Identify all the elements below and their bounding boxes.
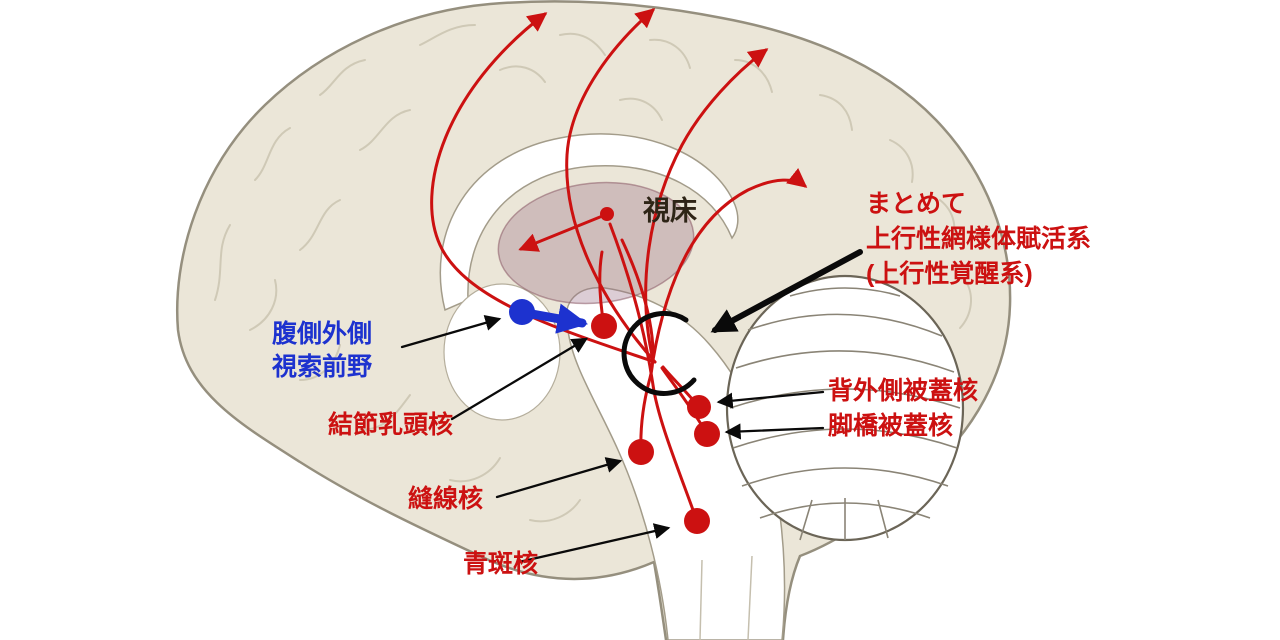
- raphe-dot: [628, 439, 654, 465]
- summary-arrow: [710, 249, 863, 333]
- summary-label-line2: 上行性網様体賦活系: [866, 224, 1091, 253]
- summary-label-line1: まとめて: [866, 190, 966, 218]
- vlpo-projection-arrow: [527, 303, 589, 334]
- corpus-callosum: [439, 133, 739, 312]
- lc-label: 青斑核: [463, 549, 538, 578]
- hypothalamus-area: [443, 283, 561, 421]
- bundle-circle-annotation: [621, 311, 697, 396]
- summary-label-line3: (上行性覚醒系): [866, 260, 1033, 288]
- tmn-dot: [591, 313, 617, 339]
- cortical-projection-arrow-4: [651, 168, 808, 362]
- pointer-arrows: [400, 315, 825, 564]
- vlpo-pointer-arrow: [400, 315, 502, 349]
- gyri-lines: [214, 24, 972, 523]
- ppt-dot: [694, 421, 720, 447]
- raphe-label: 縫線核: [408, 484, 483, 513]
- cerebellum-folia: [729, 287, 961, 541]
- lc-pointer-arrow: [517, 523, 671, 564]
- cortical-projection-arrow-2: [565, 8, 657, 364]
- tmn-pointer-arrow: [450, 337, 589, 421]
- medulla-lines: [699, 555, 753, 640]
- vlpo-dot: [509, 299, 535, 325]
- thalamus-dot: [600, 207, 614, 221]
- raphe-pointer-arrow: [495, 457, 623, 499]
- ppt-pointer-arrow: [724, 423, 825, 440]
- ldt-dot: [687, 395, 711, 419]
- vlpo-label-line2: 視索前野: [272, 352, 372, 381]
- ldt-label: 背外側被蓋核: [828, 376, 978, 405]
- lc-pathway: [608, 222, 699, 523]
- tmn-label: 結節乳頭核: [328, 410, 453, 439]
- raphe-pathway: [620, 238, 655, 454]
- vlpo-label-line1: 腹側外側: [272, 319, 372, 348]
- ldt-pointer-arrow: [716, 390, 825, 409]
- lc-dot: [684, 508, 710, 534]
- thalamic-left-arrow: [518, 215, 602, 252]
- cortical-projection-arrow-3: [644, 48, 769, 362]
- ppt-label: 脚橋被蓋核: [828, 411, 953, 440]
- thalamus-label: 視床: [643, 195, 697, 226]
